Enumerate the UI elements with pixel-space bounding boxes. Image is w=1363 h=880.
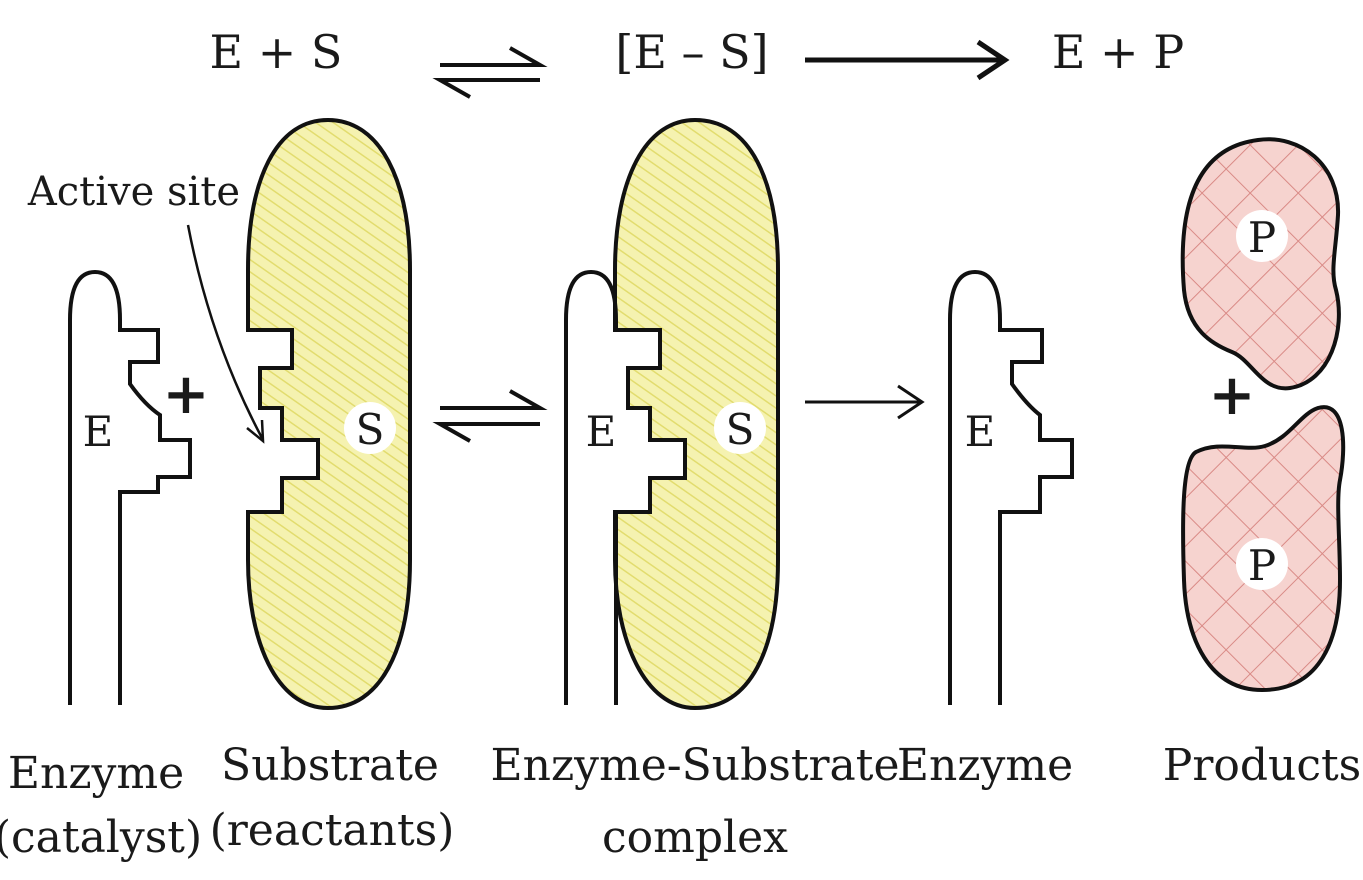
active-site-pointer-arrow [186, 224, 265, 444]
enzyme-released-shape [948, 269, 1074, 705]
equation-complex: [E – S] [615, 25, 768, 79]
caption-substrate-line1: Substrate [221, 740, 439, 791]
equation-reactants: E + S [210, 25, 343, 79]
reaction-arrow-top [805, 39, 1010, 81]
caption-enzyme-catalyst-line1: Enzyme [8, 748, 184, 799]
plus-sign-2: + [1209, 362, 1256, 428]
complex-enzyme-shape [564, 269, 687, 705]
product-letter-1: P [1248, 213, 1276, 262]
complex-substrate-shape [613, 117, 780, 711]
enzyme-letter-2: E [586, 407, 617, 456]
substrate-letter-1: S [356, 405, 385, 454]
equation-products: E + P [1052, 25, 1184, 79]
caption-products: Products [1163, 740, 1362, 791]
active-site-label: Active site [27, 169, 240, 215]
product-top-shape [1180, 137, 1341, 391]
substrate-shape [246, 117, 412, 711]
caption-substrate-line2: (reactants) [210, 805, 455, 856]
reaction-arrow-middle [805, 384, 925, 420]
plus-sign-1: + [163, 361, 210, 427]
caption-complex-line2: complex [602, 812, 788, 863]
enzyme-letter-1: E [83, 407, 114, 456]
enzyme-catalyst-shape [68, 269, 192, 705]
caption-enzyme: Enzyme [897, 740, 1073, 791]
equilibrium-arrow-middle [432, 389, 548, 443]
product-bottom-shape [1181, 405, 1346, 693]
enzyme-letter-3: E [965, 407, 996, 456]
caption-complex-line1: Enzyme-Substrate [490, 740, 899, 791]
substrate-letter-2: S [726, 405, 755, 454]
equilibrium-arrow-top [432, 46, 548, 99]
product-letter-2: P [1248, 541, 1276, 590]
caption-enzyme-catalyst-line2: (catalyst) [0, 812, 202, 863]
